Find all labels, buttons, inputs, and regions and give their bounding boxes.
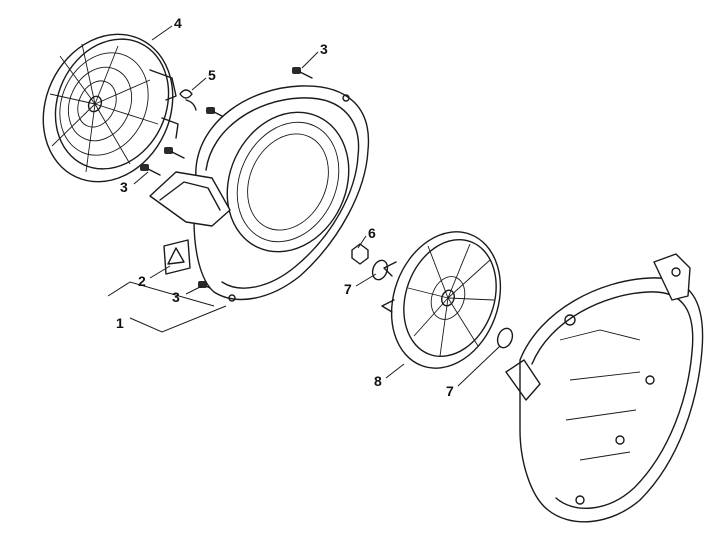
part-1-fan-housing — [149, 85, 370, 302]
callout-7-rear: 7 — [446, 383, 454, 399]
callouts: 4 5 3 3 2 3 1 6 7 8 7 — [116, 15, 454, 399]
part-3-screw-top — [292, 67, 313, 79]
part-5-spring-clip — [179, 89, 197, 111]
callout-8: 8 — [374, 373, 382, 389]
callout-2: 2 — [138, 273, 146, 289]
part-2-warning-label — [163, 239, 191, 275]
part-3-screw-c — [140, 164, 161, 176]
callout-7-front: 7 — [344, 281, 352, 297]
callout-5: 5 — [208, 67, 216, 83]
callout-3-left: 3 — [120, 179, 128, 195]
part-6-nut — [351, 243, 369, 265]
leader-lines — [107, 25, 501, 387]
part-4-intake-grille — [42, 33, 179, 183]
engine-crankcase — [505, 253, 704, 523]
callout-6: 6 — [368, 225, 376, 241]
part-8-fan-wheel — [381, 231, 502, 369]
callout-4: 4 — [174, 15, 182, 31]
part-7-washer-rear — [496, 327, 514, 349]
callout-3-bottom: 3 — [172, 289, 180, 305]
callout-1: 1 — [116, 315, 124, 331]
callout-3-top: 3 — [320, 41, 328, 57]
part-7-washer-front — [371, 259, 389, 281]
part-3-screw-b — [164, 147, 185, 159]
